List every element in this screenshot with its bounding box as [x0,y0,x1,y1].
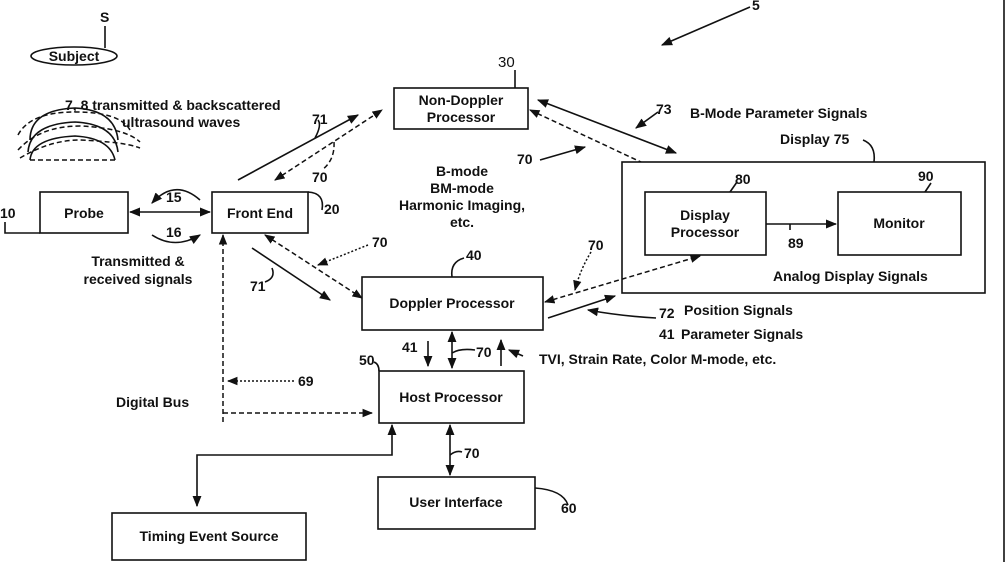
system-pointer-arrow [662,7,750,45]
analog-display-label: Analog Display Signals [773,268,928,284]
ref-40: 40 [466,247,482,263]
waves-label-line2: ultrasound waves [122,114,240,130]
ref-89: 89 [788,235,804,251]
ref-41-left: 41 [402,339,418,355]
probe-label: Probe [64,205,104,221]
tvi-pointer [509,350,523,356]
ref-70-left-pointer [318,245,368,265]
ref-71-bottom: 71 [250,278,266,294]
doppler-leader [452,258,464,277]
ref-subject: S [100,9,109,25]
ref-70-ui: 70 [464,445,480,461]
front-end-label: Front End [227,205,293,221]
parameter-signals-label: Parameter Signals [681,326,803,342]
bmode-params-label: B-Mode Parameter Signals [690,105,868,121]
tvi-label: TVI, Strain Rate, Color M-mode, etc. [539,351,776,367]
ref-16: 16 [166,224,182,240]
modes-line4: etc. [450,214,474,230]
ref-73-pointer [636,112,658,128]
waves-label-line1: 7, 8 transmitted & backscattered [65,97,281,113]
ref-80: 80 [735,171,751,187]
host-processor-label: Host Processor [399,389,503,405]
ref-41-right: 41 [659,326,675,342]
ref-70-ui-leader [450,451,462,455]
ref-20: 20 [324,201,340,217]
monitor-label: Monitor [873,215,925,231]
ref-probe: 10 [0,205,16,221]
ref-70-host: 70 [476,344,492,360]
ref-72: 72 [659,305,675,321]
display-leader [863,140,874,162]
non-doppler-label-line2: Processor [427,109,496,125]
ref-73: 73 [656,101,672,117]
ref-70-left: 70 [372,234,388,250]
digital-bus-label: Digital Bus [116,394,189,410]
display-processor-label-line1: Display [680,207,730,223]
position-signals-label: Position Signals [684,302,793,318]
ref-70-right-pointer [575,252,591,290]
ref-70-top: 70 [312,169,328,185]
front-end-leader [308,192,322,210]
ref-71-top: 71 [312,111,328,127]
ref-system: 5 [752,0,760,13]
host-leader [374,362,379,371]
timing-event-source-label: Timing Event Source [140,528,279,544]
doppler-processor-label: Doppler Processor [389,295,515,311]
ref-70-leader-top [322,142,334,170]
ref-15: 15 [166,189,182,205]
ref-70-host-leader [452,349,475,353]
ref-50: 50 [359,352,375,368]
display-processor-label-line2: Processor [671,224,740,240]
frontend-to-nondoppler-signal [238,115,358,180]
user-interface-label: User Interface [409,494,503,510]
host-timing-link [197,425,392,506]
ref-90: 90 [918,168,934,184]
modes-line2: BM-mode [430,180,494,196]
ref-72-pointer [588,310,656,318]
subject-label: Subject [49,48,100,64]
frontend-nondoppler-bus [275,110,382,180]
doppler-to-display-signal [548,296,615,318]
display-label: Display 75 [780,131,849,147]
trx-label-line1: Transmitted & [91,253,184,269]
probe-leader [5,222,40,233]
modes-line3: Harmonic Imaging, [399,197,525,213]
ref-70-mid-pointer [540,147,585,160]
ref-60: 60 [561,500,577,516]
ref-70-right: 70 [588,237,604,253]
ref-30: 30 [498,54,515,71]
ref-70-mid: 70 [517,151,533,167]
ref-71-leader-bottom [265,268,273,282]
non-doppler-label-line1: Non-Doppler [419,92,504,108]
ref-69: 69 [298,373,314,389]
modes-line1: B-mode [436,163,488,179]
trx-label-line2: received signals [84,271,193,287]
